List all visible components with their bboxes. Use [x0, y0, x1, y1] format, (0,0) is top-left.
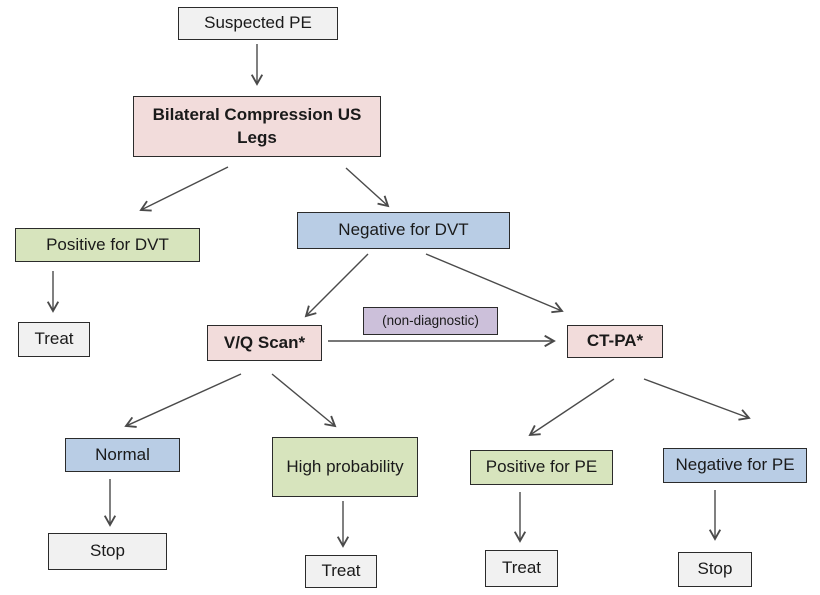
- node-stop-pe: Stop: [678, 552, 752, 587]
- node-treat-pe: Treat: [485, 550, 558, 587]
- node-non-diagnostic-label: (non-diagnostic): [363, 307, 498, 335]
- node-stop-normal: Stop: [48, 533, 167, 570]
- arrow-ctpa-to-negativepe: [643, 378, 751, 421]
- arrow-vqscan-to-normal: [124, 373, 242, 428]
- arrow-vqscan-to-highprob: [271, 373, 337, 428]
- node-bilateral-compression-us: Bilateral Compression US Legs: [133, 96, 381, 157]
- node-negative-for-pe: Negative for PE: [663, 448, 807, 483]
- node-positive-for-dvt: Positive for DVT: [15, 228, 200, 262]
- arrow-negativedvt-to-ctpa: [425, 253, 564, 314]
- node-suspected-pe: Suspected PE: [178, 7, 338, 40]
- arrow-ctpa-to-positivepe: [528, 378, 615, 437]
- arrow-bilateral-to-positivedvt: [139, 166, 229, 212]
- node-treat-high-probability: Treat: [305, 555, 377, 588]
- arrow-negativedvt-to-vqscan: [304, 253, 369, 318]
- node-ct-pa: CT-PA*: [567, 325, 663, 358]
- node-negative-for-dvt: Negative for DVT: [297, 212, 510, 249]
- arrow-bilateral-to-negativedvt: [345, 167, 390, 208]
- node-vq-scan: V/Q Scan*: [207, 325, 322, 361]
- node-treat-dvt: Treat: [18, 322, 90, 357]
- node-normal: Normal: [65, 438, 180, 472]
- node-high-probability: High probability: [272, 437, 418, 497]
- node-positive-for-pe: Positive for PE: [470, 450, 613, 485]
